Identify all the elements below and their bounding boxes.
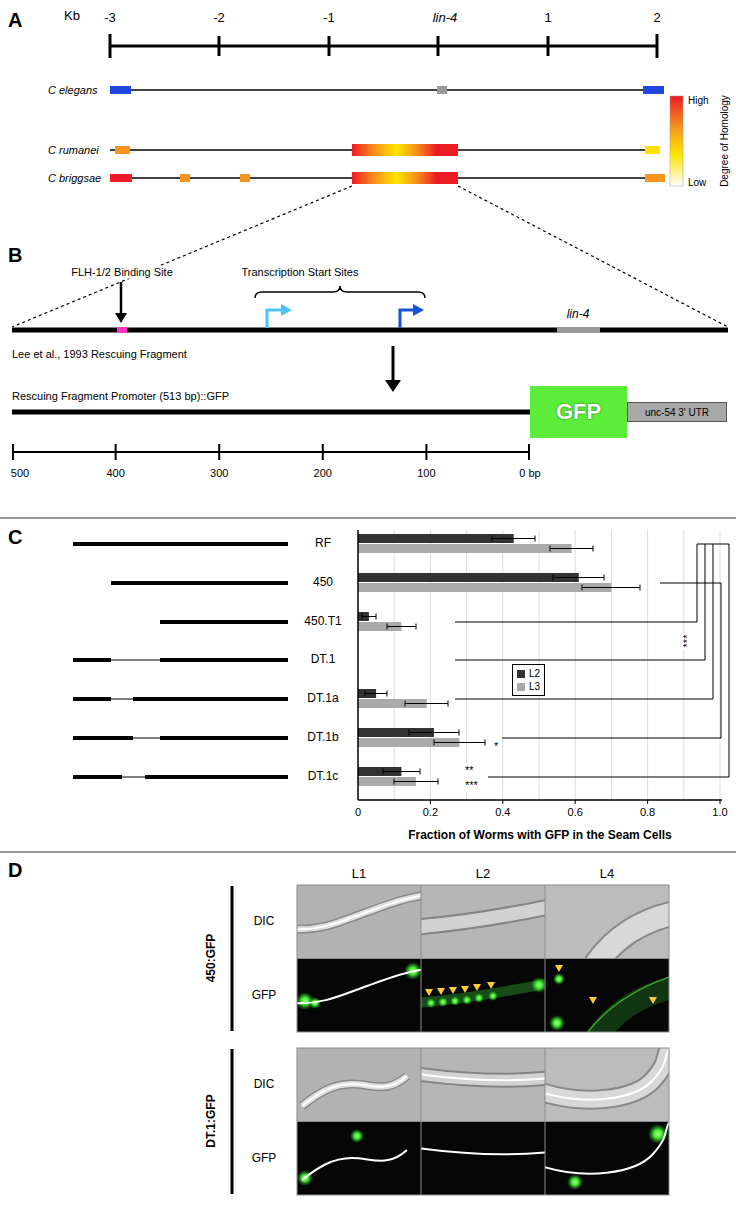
significance-mark: * [492, 740, 500, 753]
legend-swatch [517, 670, 525, 678]
construct-name: DT.1b [307, 731, 338, 745]
scale-label: 0 bp [519, 467, 540, 480]
axis-title: Fraction of Worms with GFP in the Seam C… [408, 829, 672, 843]
box-text: unc-54 3' UTR [645, 407, 709, 418]
species-name: C rumanei [48, 144, 99, 157]
utr-box: unc-54 3' UTR [627, 402, 727, 422]
tick-label: 1 [544, 11, 551, 26]
species-tracks [110, 86, 665, 184]
species-name: C briggsae [48, 172, 101, 185]
brace [255, 286, 425, 298]
group-label: 450:GFP [205, 934, 219, 983]
panel-letter: B [8, 244, 22, 267]
tss-label: Transcription Start Sites [240, 266, 361, 279]
legend-row: L2 [517, 667, 540, 680]
homology-scale [670, 96, 683, 186]
site-arrow [115, 282, 127, 323]
construct-name: DT.1 [311, 653, 336, 667]
channel-label: DIC [254, 1078, 275, 1092]
tick-label: 0.6 [568, 806, 583, 819]
panel-divider [0, 851, 736, 853]
tick-label: 0.4 [495, 806, 510, 819]
gfp-box: GFP [530, 386, 627, 438]
promoter-line [12, 410, 530, 415]
lin4-gene [557, 327, 600, 333]
legend-box: L2L3 [512, 664, 545, 696]
construct-maps [73, 544, 288, 777]
panel-letter: C [8, 526, 22, 549]
channel-label: DIC [254, 915, 275, 929]
tick-label: 2 [653, 11, 660, 26]
scale-end-label: Low [688, 177, 706, 189]
significance-brackets [455, 544, 729, 777]
tick-label: 0.2 [423, 806, 438, 819]
legend-text: L2 [529, 668, 540, 679]
tick-label: -2 [213, 11, 225, 26]
group-label: DT.1:GFP [205, 1094, 219, 1147]
scale-end-label: High [688, 95, 709, 107]
construct-name: DT.1c [308, 770, 339, 784]
scale-label: 500 [11, 467, 29, 480]
construct-label: Rescuing Fragment Promoter (513 bp)::GFP [12, 390, 229, 403]
zoom-lines [12, 186, 728, 327]
construct-name: RF [315, 537, 331, 551]
construct-name: 450.T1 [304, 615, 341, 629]
significance-mark: *** [463, 779, 480, 792]
legend-swatch [517, 683, 525, 691]
axis-unit: Kb [64, 9, 80, 24]
significance-mark: ** [463, 764, 476, 777]
scale-title: Degree of Homology [719, 95, 731, 187]
binding-site [117, 327, 127, 333]
group-bar [231, 886, 234, 1194]
species-name: C elegans [48, 84, 98, 97]
stage-label: L4 [600, 867, 614, 882]
construct-name: DT.1a [307, 692, 338, 706]
panel-divider [0, 517, 736, 519]
panel-letter: D [8, 859, 22, 882]
site-label: FLH-1/2 Binding Site [69, 266, 175, 279]
derive-arrow [385, 346, 401, 392]
gene-name: lin-4 [433, 11, 458, 26]
construct-name: 450 [313, 576, 333, 590]
micrograph [293, 885, 675, 1195]
significance-mark: *** [681, 633, 694, 650]
chart-axes [358, 530, 722, 804]
channel-label: GFP [252, 989, 277, 1003]
tick-label: -1 [323, 11, 335, 26]
box-text: GFP [556, 400, 601, 424]
grid-lines [394, 530, 720, 800]
legend-row: L3 [517, 680, 540, 693]
bp-scale [12, 444, 530, 460]
fragment-label: Lee et al., 1993 Rescuing Fragment [12, 348, 187, 361]
tss-arrow [267, 304, 424, 328]
scale-label: 200 [314, 467, 332, 480]
panel-letter: A [8, 9, 22, 32]
kb-ruler [110, 34, 657, 58]
scale-label: 100 [417, 467, 435, 480]
scale-label: 300 [210, 467, 228, 480]
gene-name: lin-4 [567, 308, 590, 322]
tick-label: -3 [104, 11, 116, 26]
stage-label: L1 [352, 867, 366, 882]
tick-label: 0.8 [640, 806, 655, 819]
channel-label: GFP [252, 1152, 277, 1166]
tick-label: 1.0 [712, 806, 727, 819]
locus-line [12, 328, 728, 333]
scale-label: 400 [106, 467, 124, 480]
stage-label: L2 [476, 867, 490, 882]
legend-text: L3 [529, 681, 540, 692]
tick-label: 0 [355, 806, 361, 819]
